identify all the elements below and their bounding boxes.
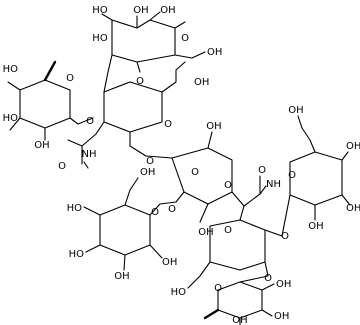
- atom-o-carbonyl-right: O: [258, 165, 266, 176]
- atom-oh-top-ring-right: OH: [207, 47, 222, 58]
- atom-ho-top-left-upper: HO: [92, 5, 108, 16]
- atom-oh-top: OH: [133, 5, 148, 16]
- atom-ho-left-top: HO: [3, 64, 19, 75]
- atom-o-right-lower-ring: O: [224, 225, 232, 236]
- atom-o-bottom-ring: O: [214, 283, 222, 294]
- atom-oh-far-right-top: OH: [288, 105, 303, 116]
- atom-ho-top-left: HO: [92, 33, 108, 44]
- atom-oh-bottom: OH: [232, 315, 247, 325]
- atom-ho-right-lower: HO: [171, 287, 187, 298]
- atom-oh-center-upper-right: OH: [194, 77, 209, 88]
- atom-ho-left-lower-mid: HO: [69, 249, 85, 260]
- atom-o-center-upper-ring: O: [164, 119, 172, 130]
- atom-oh-center-bottom: OH: [198, 227, 213, 238]
- atom-oh-top-right: OH: [160, 5, 175, 16]
- atom-o-far-right-ring: O: [288, 170, 296, 181]
- atom-oh-center-top: OH: [206, 121, 221, 132]
- atom-oh-far-right-lower: OH: [346, 203, 360, 214]
- atom-o-center-ring: O: [191, 167, 199, 178]
- atom-nh-acetamido: NH: [82, 149, 97, 160]
- atom-oh-left-lower-top: OH: [140, 167, 155, 178]
- atom-o-left-lower-ring: O: [151, 207, 159, 218]
- atom-o-center-left-link: O: [168, 204, 176, 215]
- atom-o-right-link: O: [281, 231, 289, 242]
- atom-oh-far-right-upper: OH: [346, 141, 360, 152]
- atom-nh-right: NH: [266, 179, 281, 190]
- atom-o-glycosidic-top: O: [136, 76, 144, 87]
- atom-oh-left-lower-right: OH: [162, 257, 177, 268]
- atom-oh-left-lower-bottom: OH: [114, 271, 129, 282]
- atom-oh-bottom-upper: OH: [276, 279, 291, 290]
- bond-layer: [7, 11, 351, 325]
- atom-ho-left-mid: HO: [3, 113, 19, 124]
- atom-o-top-ring: O: [181, 33, 189, 44]
- atom-oh-left-bottom: OH: [34, 140, 49, 151]
- atom-ho-left-lower-top: HO: [67, 203, 83, 214]
- atom-label-layer: OH OH HO HO O OH O O HO HO OH O OH O NH …: [3, 5, 360, 325]
- atom-o-bottom-link: O: [264, 273, 272, 284]
- atom-o-glycosidic-mid: O: [146, 156, 154, 167]
- atom-oh-far-right-bottom: OH: [308, 221, 323, 232]
- atom-oh-bottom-lower: OH: [274, 311, 289, 322]
- atom-o-center-link: O: [224, 180, 232, 191]
- atom-o-left-ring: O: [66, 73, 74, 84]
- atom-o-left-link: O: [86, 116, 94, 127]
- atom-o-carbonyl-left: O: [58, 161, 66, 172]
